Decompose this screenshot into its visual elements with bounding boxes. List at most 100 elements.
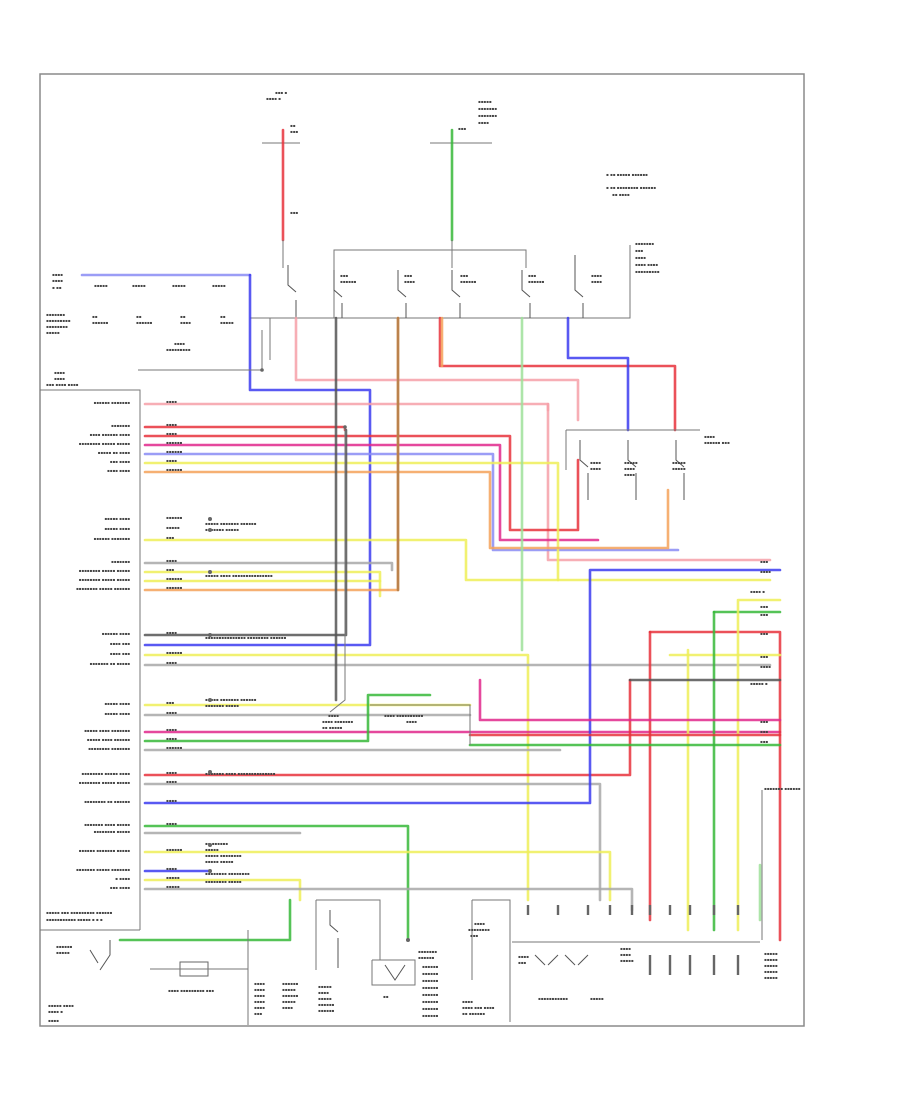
svg-text:▪▪▪: ▪▪▪ [470, 933, 478, 938]
svg-text:▪▪▪: ▪▪▪ [340, 273, 348, 278]
svg-text:▪▪▪▪▪: ▪▪▪▪▪ [166, 875, 180, 880]
svg-text:▪▪▪▪▪▪▪ ▪▪▪▪ ▪▪▪▪▪: ▪▪▪▪▪▪▪ ▪▪▪▪ ▪▪▪▪▪ [84, 822, 130, 827]
svg-text:▪▪▪▪▪: ▪▪▪▪▪ [205, 847, 219, 852]
svg-text:▪▪▪▪: ▪▪▪▪ [166, 422, 177, 427]
svg-text:▪▪▪▪: ▪▪▪▪ [620, 946, 631, 951]
svg-text:▪▪▪: ▪▪▪ [254, 1011, 262, 1016]
svg-text:▪▪▪▪▪▪: ▪▪▪▪▪▪ [166, 449, 183, 454]
svg-text:▪▪▪▪: ▪▪▪▪ [166, 821, 177, 826]
svg-text:▪▪▪▪▪: ▪▪▪▪▪ [624, 460, 638, 465]
svg-text:▪▪▪▪: ▪▪▪▪ [166, 710, 177, 715]
svg-text:▪▪▪: ▪▪▪ [166, 535, 174, 540]
svg-text:▪ ▪▪ ▪▪▪▪▪ ▪▪▪▪▪▪: ▪ ▪▪ ▪▪▪▪▪ ▪▪▪▪▪▪ [606, 172, 648, 177]
svg-text:▪▪▪▪▪▪▪: ▪▪▪▪▪▪▪ [111, 559, 130, 564]
svg-text:▪▪▪▪: ▪▪▪▪ [52, 278, 63, 283]
svg-text:▪▪▪▪▪▪: ▪▪▪▪▪▪ [92, 320, 109, 325]
svg-text:▪▪▪▪▪▪: ▪▪▪▪▪▪ [340, 279, 357, 284]
svg-text:▪▪▪▪▪: ▪▪▪▪▪ [764, 963, 778, 968]
svg-text:▪▪▪▪▪▪: ▪▪▪▪▪▪ [166, 650, 183, 655]
svg-text:▪▪ ▪▪▪▪: ▪▪ ▪▪▪▪ [612, 192, 630, 197]
svg-text:▪▪▪▪▪▪▪▪ ▪▪ ▪▪▪▪▪▪: ▪▪▪▪▪▪▪▪ ▪▪ ▪▪▪▪▪▪ [84, 799, 130, 804]
svg-text:▪▪▪▪ ▪▪▪▪▪▪▪: ▪▪▪▪ ▪▪▪▪▪▪▪ [322, 719, 353, 724]
svg-text:▪▪▪▪: ▪▪▪▪ [624, 472, 635, 477]
svg-text:▪▪▪▪ ▪▪▪▪▪▪▪▪▪ ▪▪▪: ▪▪▪▪ ▪▪▪▪▪▪▪▪▪ ▪▪▪ [168, 988, 214, 993]
svg-text:▪▪▪▪: ▪▪▪▪ [166, 431, 177, 436]
svg-text:▪▪▪▪▪ ▪▪▪▪: ▪▪▪▪▪ ▪▪▪▪ [104, 701, 130, 706]
svg-text:▪▪▪▪▪▪▪▪▪▪▪: ▪▪▪▪▪▪▪▪▪▪▪ [538, 996, 568, 1001]
svg-text:▪▪▪▪▪▪▪ ▪▪▪▪▪▪: ▪▪▪▪▪▪▪ ▪▪▪▪▪▪ [764, 786, 801, 791]
top-left-switch-panel: ▪▪▪▪▪▪▪▪▪ ▪▪ ▪▪▪▪▪▪▪▪▪▪▪▪▪▪▪▪ ▪▪▪▪▪▪▪▪▪▪… [46, 272, 372, 647]
wire-annotations: ▪▪▪▪▪ ▪▪▪▪▪▪▪ ▪▪▪▪▪▪▪▪▪▪▪▪▪ ▪▪▪▪▪ ▪▪▪▪▪ … [205, 521, 286, 884]
svg-text:▪▪▪▪ ▪▪▪: ▪▪▪▪ ▪▪▪ [110, 651, 131, 656]
svg-text:▪▪▪▪▪▪: ▪▪▪▪▪▪ [166, 585, 183, 590]
svg-text:▪▪▪▪▪▪▪▪ ▪▪▪▪▪ ▪▪▪▪: ▪▪▪▪▪▪▪▪ ▪▪▪▪▪ ▪▪▪▪ [81, 771, 130, 776]
ecu-pin-labels: ▪▪▪▪▪▪ ▪▪▪▪▪▪▪ ▪▪▪▪▪▪▪ ▪▪▪▪ ▪▪▪▪▪▪ ▪▪▪▪ … [76, 400, 130, 890]
svg-text:▪▪▪▪ ▪▪▪▪▪▪▪▪▪▪: ▪▪▪▪ ▪▪▪▪▪▪▪▪▪▪ [384, 713, 424, 718]
svg-text:▪▪▪▪: ▪▪▪▪ [52, 272, 63, 277]
svg-text:▪▪▪▪▪▪: ▪▪▪▪▪▪ [136, 320, 153, 325]
svg-text:▪▪▪▪▪▪▪▪▪: ▪▪▪▪▪▪▪▪▪ [635, 269, 660, 274]
svg-text:▪▪▪▪▪▪: ▪▪▪▪▪▪ [166, 440, 183, 445]
svg-text:▪ ▪▪: ▪ ▪▪ [52, 285, 62, 290]
svg-text:▪▪▪▪: ▪▪▪▪ [474, 921, 485, 926]
svg-text:▪▪▪▪▪▪: ▪▪▪▪▪▪ [422, 971, 439, 976]
svg-text:▪▪▪▪: ▪▪▪▪ [54, 370, 65, 375]
svg-text:▪▪▪▪▪ ▪▪▪▪▪: ▪▪▪▪▪ ▪▪▪▪▪ [205, 859, 234, 864]
svg-text:▪▪▪▪: ▪▪▪▪ [166, 558, 177, 563]
svg-text:▪▪▪▪▪▪▪▪▪▪▪▪▪▪▪ ▪▪▪▪▪▪▪▪ ▪▪▪▪▪: ▪▪▪▪▪▪▪▪▪▪▪▪▪▪▪ ▪▪▪▪▪▪▪▪ ▪▪▪▪▪▪ [205, 635, 286, 640]
svg-text:▪▪▪▪▪▪: ▪▪▪▪▪▪ [422, 1013, 439, 1018]
svg-text:▪▪▪▪: ▪▪▪▪ [704, 434, 715, 439]
svg-text:▪▪▪▪▪▪: ▪▪▪▪▪▪ [166, 467, 183, 472]
bottom-components: ▪▪▪▪▪ ▪▪▪ ▪▪▪▪▪▪▪▪▪ ▪▪▪▪▪▪ ▪▪▪▪▪▪▪▪▪▪▪ ▪… [40, 786, 801, 1025]
svg-text:▪▪▪▪▪▪▪: ▪▪▪▪▪▪▪ [418, 949, 437, 954]
svg-text:▪▪▪▪: ▪▪▪▪ [591, 273, 602, 278]
svg-text:▪▪▪▪: ▪▪▪▪ [166, 399, 177, 404]
svg-text:▪▪▪: ▪▪▪ [760, 739, 768, 744]
svg-text:▪▪▪▪▪▪▪▪ ▪▪▪▪▪ ▪▪▪▪▪: ▪▪▪▪▪▪▪▪ ▪▪▪▪▪ ▪▪▪▪▪ [79, 568, 131, 573]
svg-text:▪▪▪▪▪ ▪▪▪▪: ▪▪▪▪▪ ▪▪▪▪ [48, 1003, 74, 1008]
svg-text:▪▪▪ ▪: ▪▪▪ ▪ [275, 90, 287, 95]
svg-text:▪▪▪▪: ▪▪▪▪ [620, 952, 631, 957]
power-feed-center: ▪▪▪▪▪▪▪▪▪▪▪▪ ▪▪▪▪▪▪▪▪▪▪▪▪▪▪ [430, 99, 497, 268]
svg-text:▪▪▪▪▪▪▪▪ ▪▪▪▪▪ ▪▪▪▪▪▪: ▪▪▪▪▪▪▪▪ ▪▪▪▪▪ ▪▪▪▪▪▪ [76, 586, 130, 591]
svg-text:▪▪▪▪▪: ▪▪▪▪▪ [220, 320, 234, 325]
relay-block: ▪▪▪▪▪▪▪▪▪ ▪▪▪▪▪▪▪ ▪▪▪▪▪▪▪▪▪ ▪▪▪▪▪▪▪▪▪ ▪▪… [250, 241, 660, 319]
svg-text:▪▪▪▪▪▪: ▪▪▪▪▪▪ [418, 955, 435, 960]
svg-text:▪▪▪▪▪▪: ▪▪▪▪▪▪ [422, 964, 439, 969]
svg-text:▪▪▪▪▪▪▪▪▪▪▪ ▪▪▪▪▪ ▪ ▪ ▪: ▪▪▪▪▪▪▪▪▪▪▪ ▪▪▪▪▪ ▪ ▪ ▪ [46, 917, 103, 922]
svg-text:▪▪▪▪: ▪▪▪▪ [254, 999, 265, 1004]
svg-text:▪▪▪: ▪▪▪ [760, 631, 768, 636]
svg-text:▪▪▪▪▪: ▪▪▪▪▪ [620, 958, 634, 963]
svg-text:▪▪▪: ▪▪▪ [404, 273, 412, 278]
svg-text:▪▪▪: ▪▪▪ [760, 654, 768, 659]
svg-text:▪▪▪▪▪▪▪▪ ▪▪▪▪▪: ▪▪▪▪▪▪▪▪ ▪▪▪▪▪ [205, 879, 242, 884]
svg-text:▪▪▪▪ ▪▪▪▪: ▪▪▪▪ ▪▪▪▪ [107, 468, 130, 473]
svg-text:▪▪▪▪▪▪ ▪▪▪▪▪▪▪: ▪▪▪▪▪▪ ▪▪▪▪▪▪▪ [93, 400, 130, 405]
svg-text:▪▪▪ ▪▪▪▪: ▪▪▪ ▪▪▪▪ [110, 459, 131, 464]
svg-text:▪▪▪▪: ▪▪▪▪ [54, 376, 65, 381]
svg-text:▪▪▪▪▪ ▪▪▪▪ ▪▪▪▪▪▪▪: ▪▪▪▪▪ ▪▪▪▪ ▪▪▪▪▪▪▪ [84, 728, 130, 733]
svg-text:▪▪▪▪▪ ▪▪▪▪: ▪▪▪▪▪ ▪▪▪▪ [104, 711, 130, 716]
svg-text:▪▪▪▪▪▪: ▪▪▪▪▪▪ [166, 515, 183, 520]
svg-text:▪▪: ▪▪ [92, 314, 98, 319]
center-junction: ▪▪▪▪▪▪▪▪ ▪▪▪▪▪▪▪ ▪▪ ▪▪▪▪▪▪▪▪▪ ▪▪▪▪▪▪▪▪▪▪… [322, 428, 471, 745]
svg-text:▪▪▪▪: ▪▪▪▪ [635, 255, 646, 260]
svg-text:▪▪▪▪: ▪▪▪▪ [624, 466, 635, 471]
svg-text:▪▪▪▪: ▪▪▪▪ [166, 727, 177, 732]
svg-text:▪▪▪▪▪▪: ▪▪▪▪▪▪ [318, 1008, 335, 1013]
svg-text:▪▪▪▪: ▪▪▪▪ [404, 279, 415, 284]
svg-text:▪▪▪▪▪▪▪▪▪: ▪▪▪▪▪▪▪▪▪ [166, 347, 191, 352]
junction-nodes [208, 368, 410, 942]
svg-text:▪▪▪▪▪▪: ▪▪▪▪▪▪ [166, 847, 183, 852]
svg-text:▪▪ ▪▪▪▪▪▪: ▪▪ ▪▪▪▪▪▪ [462, 1011, 485, 1016]
svg-text:▪▪▪▪: ▪▪▪▪ [591, 279, 602, 284]
svg-text:▪▪▪: ▪▪▪ [760, 729, 768, 734]
svg-text:▪▪▪▪: ▪▪▪▪ [254, 981, 265, 986]
svg-text:▪▪▪▪▪▪▪: ▪▪▪▪▪▪▪ [478, 106, 497, 111]
svg-text:▪▪▪▪▪▪▪▪▪: ▪▪▪▪▪▪▪▪▪ [46, 318, 71, 323]
svg-text:▪▪▪▪: ▪▪▪▪ [166, 630, 177, 635]
svg-text:▪▪ ▪▪▪▪▪▪: ▪▪ ▪▪▪▪▪▪ [205, 841, 228, 846]
svg-text:▪▪▪: ▪▪▪ [290, 210, 298, 215]
svg-text:▪▪▪▪▪ ▪▪▪▪ ▪▪▪▪▪▪▪▪▪▪▪▪▪▪▪: ▪▪▪▪▪ ▪▪▪▪ ▪▪▪▪▪▪▪▪▪▪▪▪▪▪▪ [205, 573, 273, 578]
